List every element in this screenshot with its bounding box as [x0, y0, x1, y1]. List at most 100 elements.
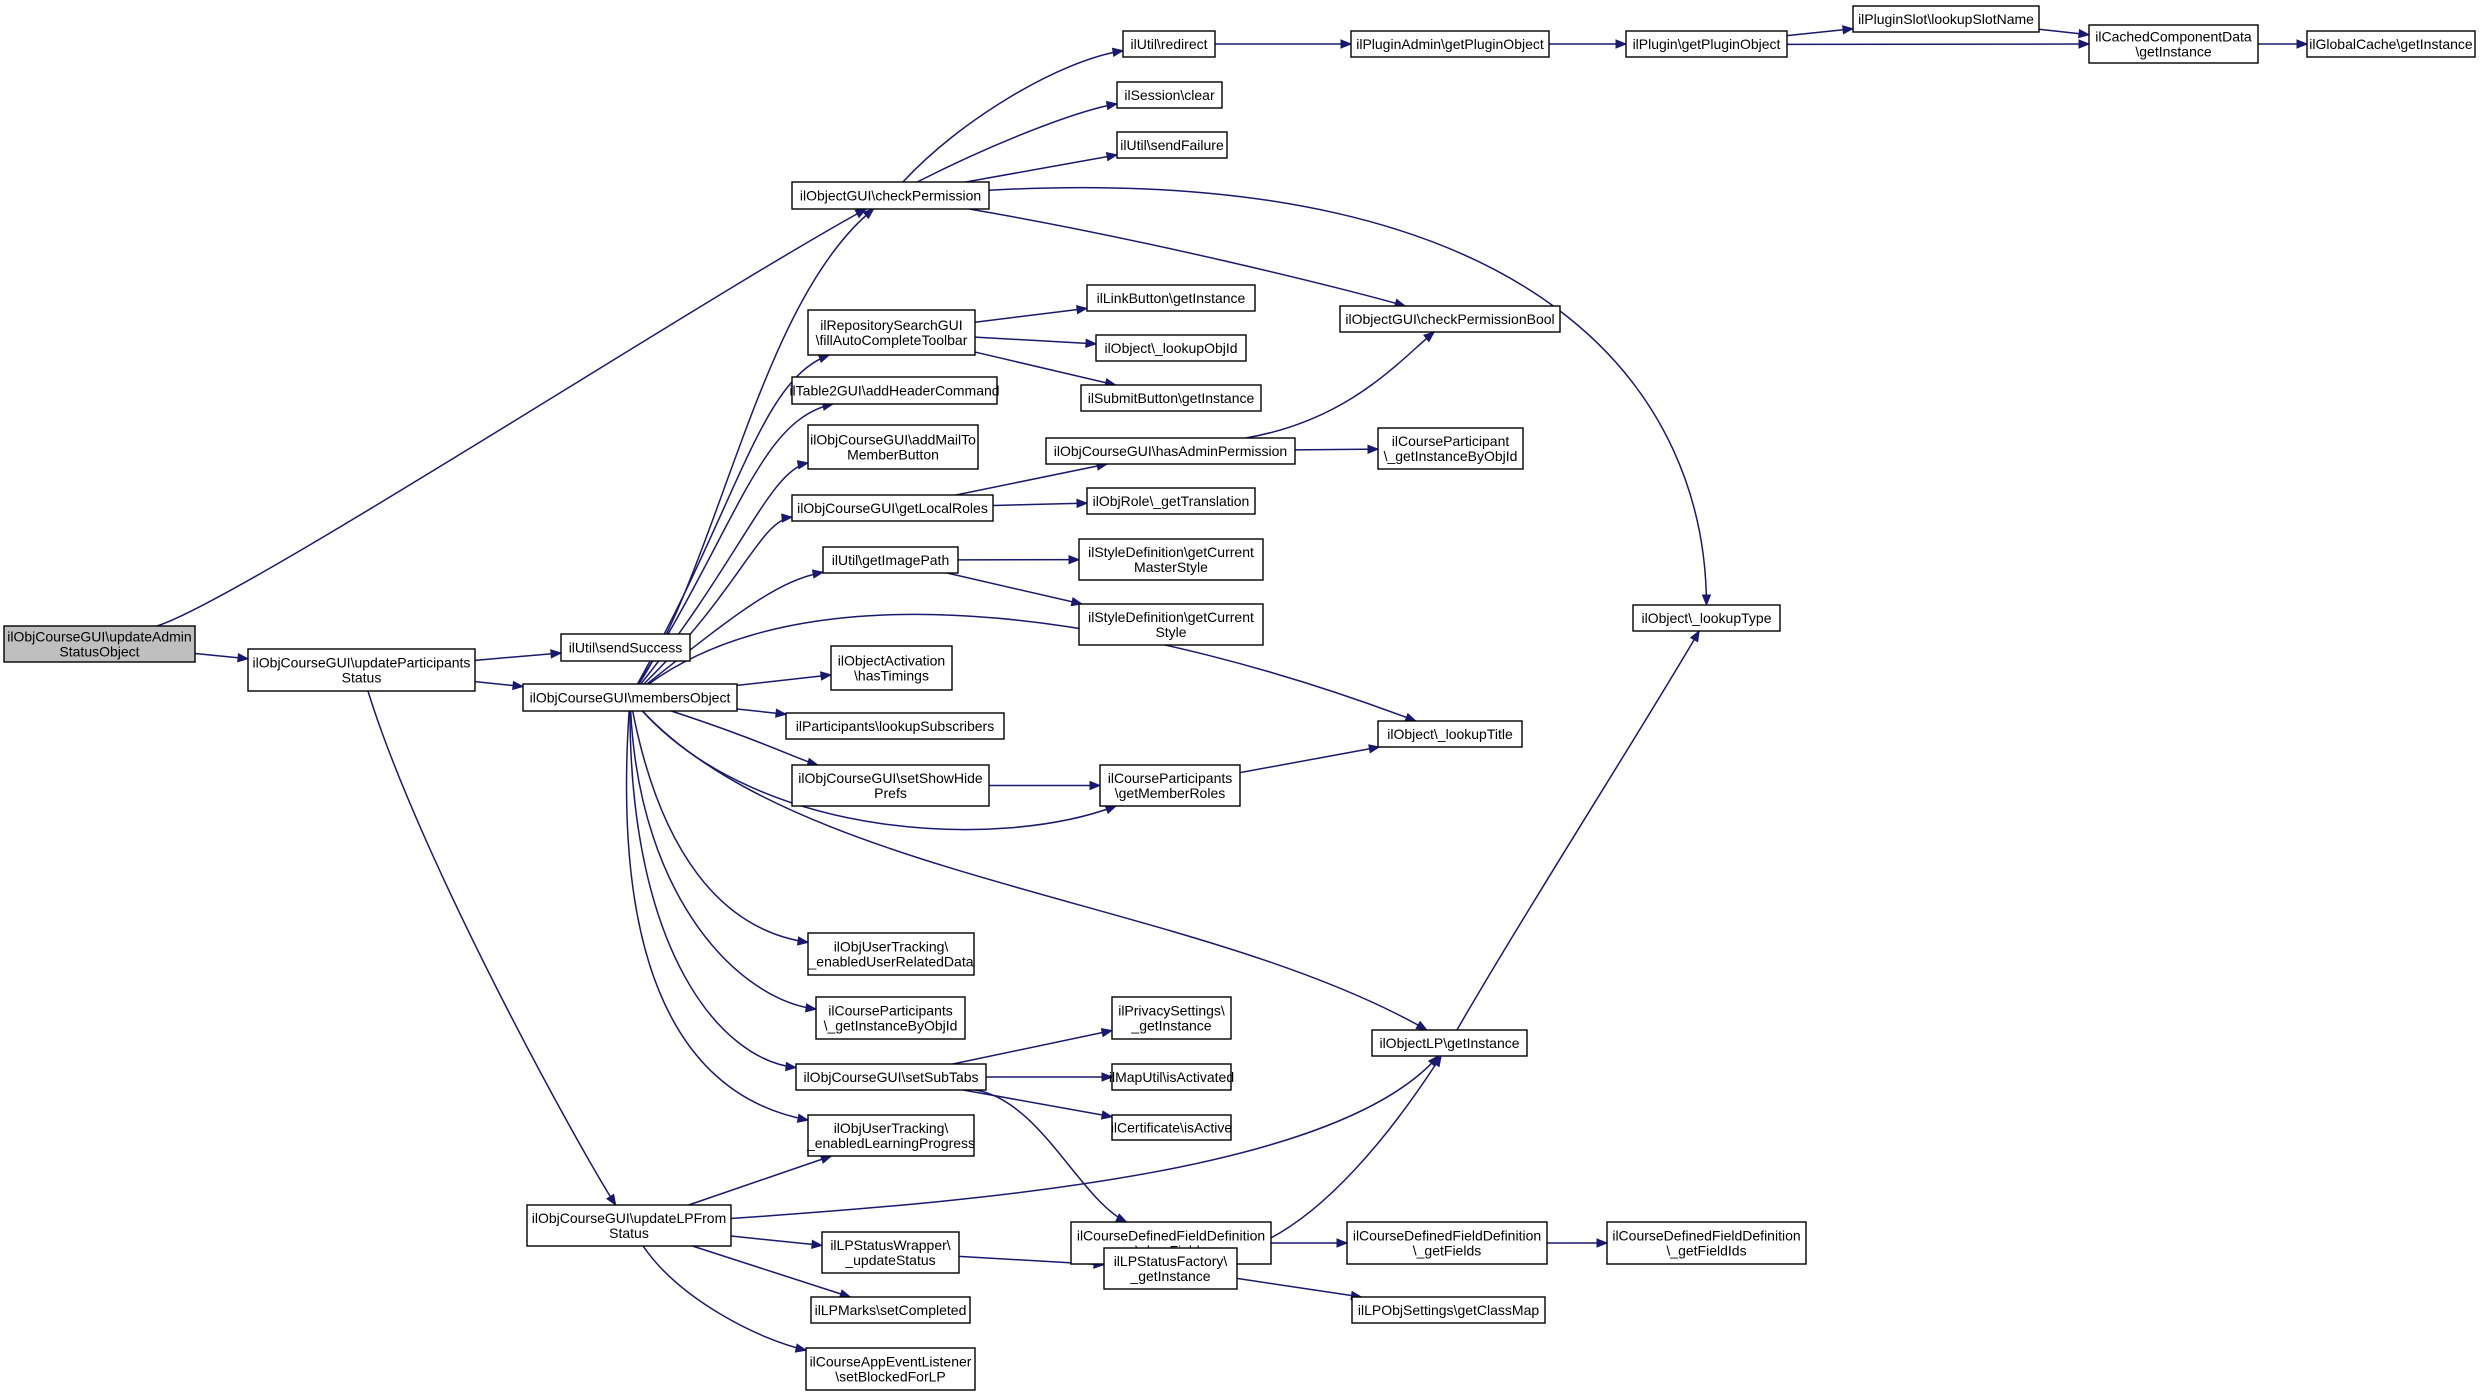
- edge-line: [631, 710, 809, 944]
- node-label-line: \_getFields: [1413, 1243, 1481, 1259]
- edge-arrowhead: [794, 1343, 808, 1353]
- node-label-line: ilObjUserTracking\: [834, 1120, 949, 1136]
- edge-arrowhead: [796, 936, 810, 946]
- edge-arrowhead: [1842, 25, 1855, 35]
- node-box: [522, 683, 738, 712]
- edge-n10-to-n11: [1786, 25, 1855, 37]
- edge-n4-to-n24: [629, 710, 798, 1072]
- edge-line: [648, 613, 1417, 722]
- function-node[interactable]: ilCourseParticipant\_getInstanceByObjId: [1377, 427, 1524, 470]
- function-node[interactable]: ilLPMarks\setCompleted: [810, 1296, 971, 1324]
- node-box: [807, 1114, 975, 1157]
- edge-n36-to-n45: [1239, 744, 1381, 774]
- edge-arrowhead: [1415, 1020, 1428, 1031]
- edge-line: [730, 1235, 823, 1247]
- edge-arrowhead: [862, 208, 875, 220]
- node-box: [822, 546, 959, 574]
- edge-arrowhead: [817, 354, 831, 364]
- node-label-line: ilObject\_lookupObjId: [1104, 340, 1237, 356]
- node-label-line: StatusObject: [59, 644, 139, 660]
- function-node[interactable]: ilParticipants\lookupSubscribers: [785, 712, 1005, 740]
- function-node[interactable]: ilLinkButton\getInstance: [1086, 284, 1256, 312]
- function-node[interactable]: ilObjectGUI\checkPermissionBool: [1339, 305, 1561, 333]
- function-node[interactable]: ilGlobalCache\getInstance: [2306, 30, 2476, 58]
- node-label-line: ilPrivacySettings\: [1118, 1003, 1225, 1019]
- function-node[interactable]: ilUtil\getImagePath: [822, 546, 959, 574]
- function-node[interactable]: ilObjUserTracking\_enabledLearningProgre…: [806, 1114, 975, 1157]
- function-node[interactable]: ilCourseDefinedFieldDefinition\_getField…: [1346, 1221, 1548, 1265]
- edge-line: [969, 208, 1406, 307]
- function-node[interactable]: ilPluginAdmin\getPluginObject: [1350, 30, 1550, 58]
- function-node[interactable]: ilSubmitButton\getInstance: [1080, 384, 1262, 412]
- function-node[interactable]: ilTable2GUI\addHeaderCommand: [789, 376, 1000, 405]
- function-node[interactable]: ilCourseAppEventListener\setBlockedForLP: [805, 1347, 976, 1391]
- node-label-line: ilCourseParticipants: [1108, 770, 1233, 786]
- edge-n4-to-n19: [736, 671, 833, 687]
- function-node[interactable]: ilCourseParticipants\_getInstanceByObjId: [815, 996, 966, 1040]
- function-node[interactable]: ilObjUserTracking\_enabledUserRelatedDat…: [807, 932, 975, 976]
- node-box: [1086, 284, 1256, 312]
- node-label-line: \getInstance: [2135, 44, 2211, 60]
- function-node[interactable]: ilLPStatusFactory\_getInstance: [1103, 1247, 1238, 1290]
- function-node[interactable]: ilCourseParticipants\getMemberRoles: [1099, 764, 1241, 807]
- function-node[interactable]: ilCachedComponentData\getInstance: [2088, 24, 2259, 64]
- edge-line: [952, 1029, 1113, 1065]
- function-node[interactable]: ilUtil\sendSuccess: [560, 633, 691, 662]
- edge-arrowhead: [805, 1003, 818, 1013]
- function-node[interactable]: ilPlugin\getPluginObject: [1625, 30, 1788, 58]
- function-node[interactable]: ilObjCourseGUI\membersObject: [522, 683, 738, 712]
- function-node[interactable]: ilSession\clear: [1116, 81, 1223, 109]
- edge-n11-to-n12: [2038, 28, 2091, 39]
- function-node[interactable]: ilObjRole\_getTranslation: [1086, 487, 1256, 515]
- edge-n17-to-n33: [992, 498, 1089, 509]
- function-node[interactable]: ilRepositorySearchGUI\fillAutoCompleteTo…: [807, 309, 976, 356]
- edge-arrowhead: [1431, 1054, 1442, 1068]
- node-box: [805, 1347, 976, 1391]
- function-node[interactable]: ilObject\_lookupTitle: [1377, 720, 1523, 748]
- node-box: [1078, 538, 1264, 581]
- node-box: [1122, 30, 1216, 58]
- function-node[interactable]: ilObjectActivation\hasTimings: [830, 645, 953, 691]
- node-box: [247, 648, 476, 692]
- function-node[interactable]: ilUtil\sendFailure: [1116, 131, 1228, 159]
- node-label-line: ilObjCourseGUI\getLocalRoles: [797, 500, 988, 516]
- edge-n32-to-n43: [1294, 444, 1380, 454]
- node-label-line: ilObjectLP\getInstance: [1379, 1035, 1519, 1051]
- node-label-line: ilLPStatusWrapper\: [830, 1237, 950, 1253]
- node-label-line: ilObjCourseGUI\setSubTabs: [803, 1069, 978, 1085]
- node-box: [810, 1296, 971, 1324]
- node-label-line: ilCourseDefinedFieldDefinition: [1353, 1228, 1541, 1244]
- function-node[interactable]: ilObjectLP\getInstance: [1371, 1029, 1528, 1057]
- function-node[interactable]: ilObjCourseGUI\getLocalRoles: [791, 494, 994, 522]
- function-node[interactable]: ilObject\_lookupObjId: [1095, 334, 1247, 362]
- node-label-line: ilObjectActivation: [838, 653, 945, 669]
- function-node[interactable]: ilCourseDefinedFieldDefinition\_getField…: [1606, 1221, 1807, 1265]
- function-node[interactable]: ilUtil\redirect: [1122, 30, 1216, 58]
- node-label-line: \_getFieldIds: [1666, 1243, 1746, 1259]
- node-box: [2306, 30, 2476, 58]
- function-node[interactable]: ilCertificate\isActive: [1111, 1114, 1233, 1141]
- node-box: [1116, 81, 1223, 109]
- function-node[interactable]: ilPluginSlot\lookupSlotName: [1852, 5, 2040, 33]
- function-node[interactable]: ilObjCourseGUI\setSubTabs: [795, 1063, 987, 1091]
- function-node[interactable]: ilLPObjSettings\getClassMap: [1351, 1296, 1546, 1324]
- node-label-line: _getInstance: [1130, 1018, 1211, 1034]
- function-node[interactable]: ilObjCourseGUI\hasAdminPermission: [1045, 437, 1296, 465]
- edge-n4-to-n2: [638, 208, 875, 685]
- node-label-line: \setBlockedForLP: [835, 1369, 946, 1385]
- edge-n14-to-n29: [974, 304, 1089, 323]
- function-node[interactable]: ilPrivacySettings\_getInstance: [1111, 996, 1232, 1040]
- function-node[interactable]: ilObject\_lookupType: [1632, 604, 1781, 632]
- function-node[interactable]: ilLPStatusWrapper\_updateStatus: [821, 1231, 960, 1274]
- function-node[interactable]: ilMapUtil\isActivated: [1109, 1063, 1234, 1091]
- function-node[interactable]: ilObjectGUI\checkPermission: [791, 181, 990, 210]
